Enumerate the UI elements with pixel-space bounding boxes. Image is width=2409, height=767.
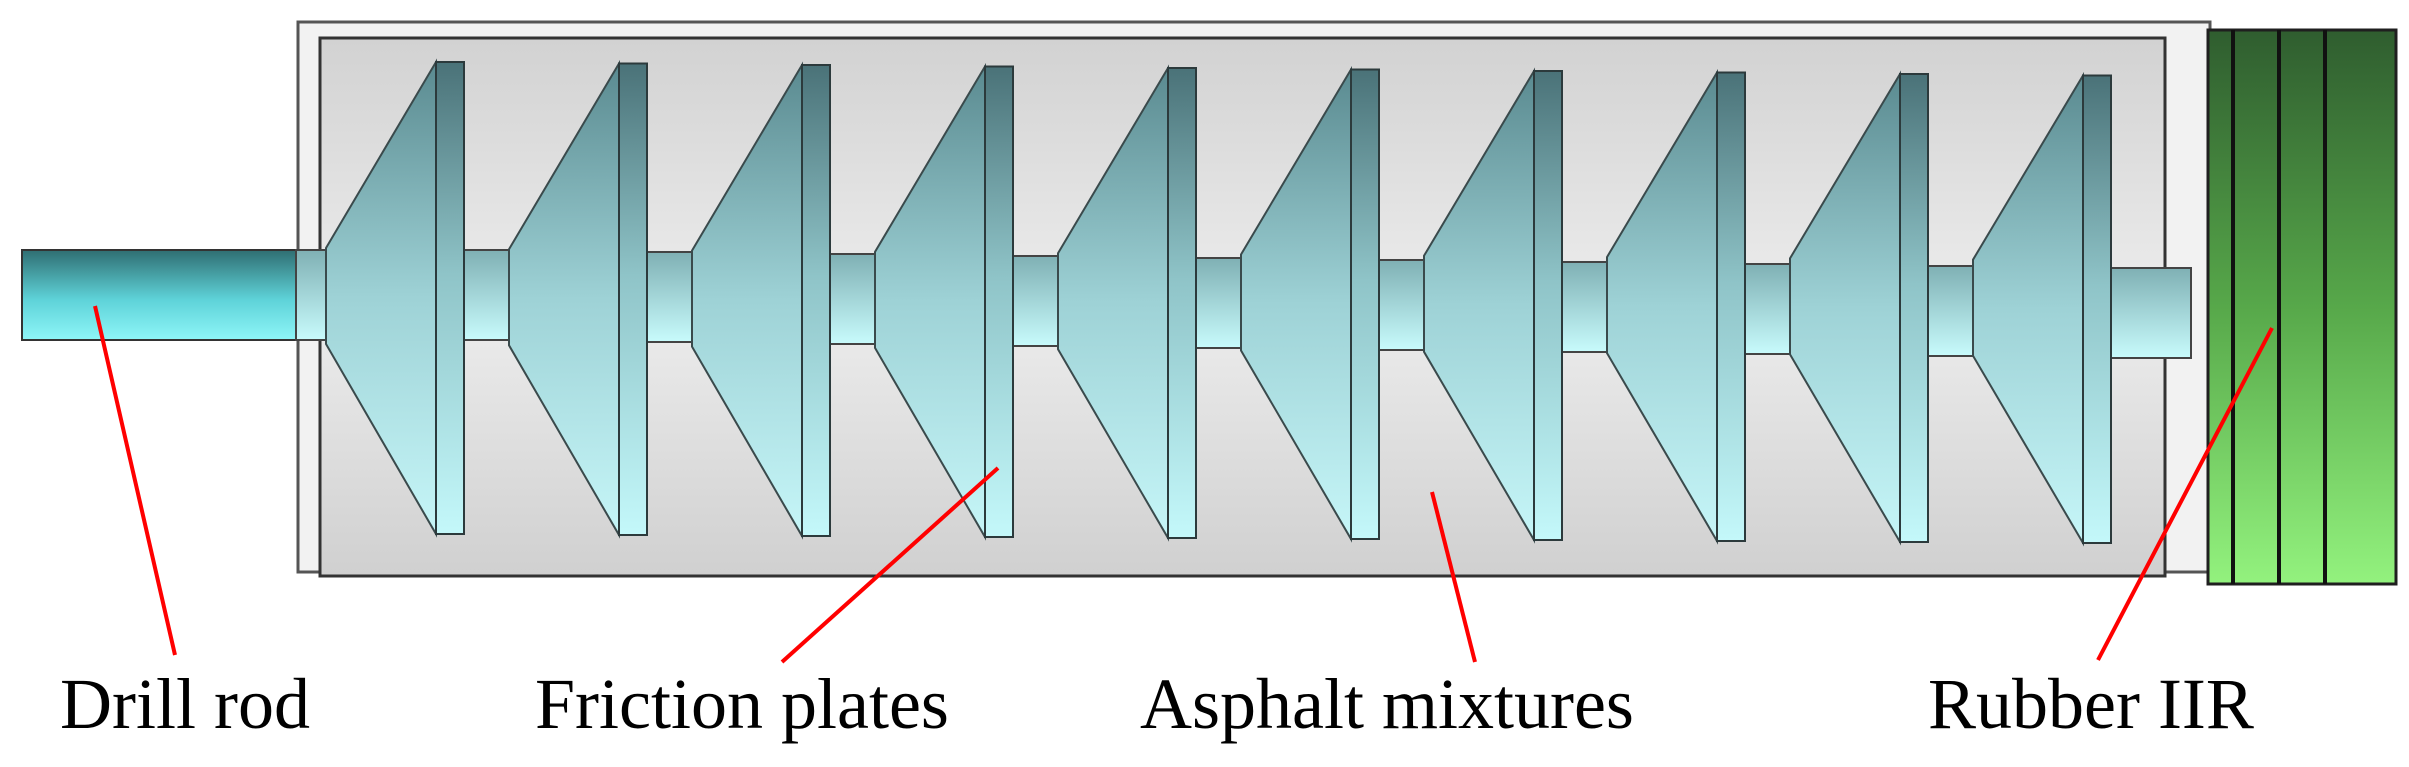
leader-line-friction-plates — [780, 466, 1000, 664]
friction-plate-disc — [618, 62, 648, 536]
friction-plate-disc — [801, 64, 831, 537]
leader-line-asphalt-mixtures — [1430, 491, 1477, 663]
drill-rod — [21, 249, 323, 341]
label-rubber-iir: Rubber IIR — [1928, 664, 2254, 744]
friction-plate — [1789, 70, 1929, 546]
friction-plate-disc — [2082, 74, 2112, 544]
leader-line-rubber-iir — [2096, 327, 2274, 661]
friction-plate — [1240, 65, 1380, 543]
friction-plate-disc — [1167, 67, 1197, 539]
friction-plate — [1972, 71, 2112, 547]
friction-plate — [1606, 68, 1746, 545]
friction-plate — [1057, 64, 1197, 542]
leader-line-drill-rod — [93, 305, 177, 656]
rubber-iir-block — [2206, 28, 2398, 586]
friction-plate-disc — [1350, 68, 1380, 540]
label-drill-rod: Drill rod — [60, 664, 310, 744]
friction-plates-group — [325, 58, 2112, 547]
label-friction-plates: Friction plates — [535, 664, 949, 744]
friction-plate — [691, 61, 831, 540]
rubber-block-body — [2206, 28, 2398, 586]
friction-plate-disc — [1716, 71, 1746, 542]
friction-plate-disc — [984, 65, 1014, 538]
friction-plate — [1423, 67, 1563, 544]
friction-plate-disc — [1899, 73, 1929, 543]
friction-plate — [874, 62, 1014, 541]
shaft-segment — [2110, 267, 2192, 359]
friction-plate — [508, 59, 648, 539]
friction-plate-disc — [435, 61, 465, 535]
shaft-segment — [295, 249, 331, 341]
friction-plate — [325, 58, 465, 538]
friction-plate-disc — [1533, 70, 1563, 541]
label-asphalt-mixtures: Asphalt mixtures — [1140, 664, 1634, 744]
